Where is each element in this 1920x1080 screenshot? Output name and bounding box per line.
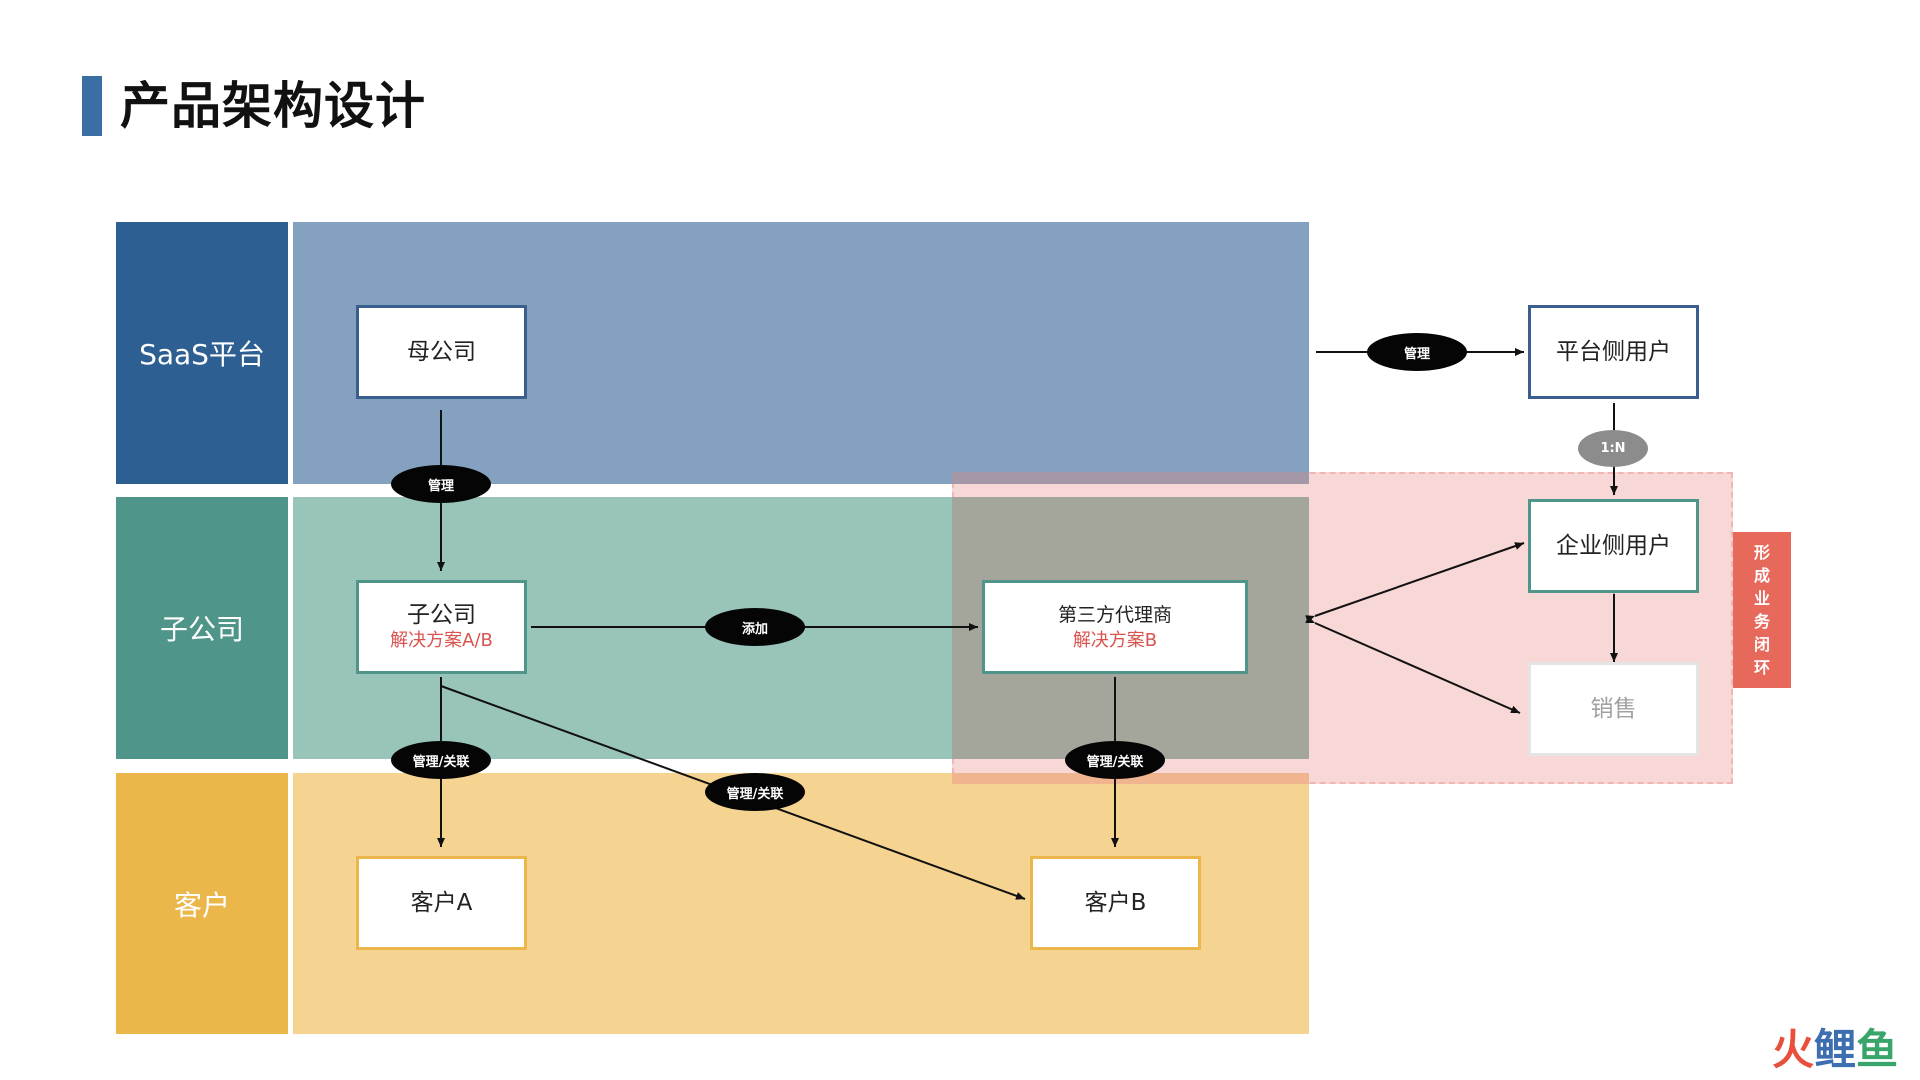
node-agent-solution: 解决方案B [1072, 630, 1158, 651]
loop-tag-char: 业 [1753, 589, 1770, 608]
loop-tag-char: 务 [1753, 612, 1770, 631]
customer-lane-label-bg [116, 773, 288, 1034]
loop-overlap-saas [952, 472, 1309, 484]
node-parent-company-label: 母公司 [407, 339, 476, 365]
node-subsidiary: 子公司 解决方案A/B [356, 580, 527, 674]
node-customer-b: 客户B [1030, 856, 1201, 950]
node-customer-a: 客户A [356, 856, 527, 950]
node-customer-b-label: 客户B [1084, 890, 1147, 916]
node-third-party-agent: 第三方代理商 解决方案B [982, 580, 1248, 674]
business-loop-tag: 形 成 业 务 闭 环 [1733, 532, 1791, 688]
node-sales: 销售 [1528, 662, 1699, 756]
saas-lane-label-bg [116, 222, 288, 484]
watermark-char: 鱼 [1856, 1024, 1899, 1074]
loop-tag-char: 闭 [1753, 635, 1770, 654]
lane-label-saas: SaaS平台 [139, 338, 265, 371]
page-title: 产品架构设计 [120, 77, 426, 135]
edge-label-manage-link-b: 管理/关联 [1065, 741, 1165, 779]
node-subsidiary-solution: 解决方案A/B [390, 630, 493, 651]
loop-overlap-customer [952, 773, 1309, 784]
loop-tag-char: 环 [1753, 658, 1770, 677]
node-customer-a-label: 客户A [410, 890, 473, 916]
subsidiary-lane-label-bg [116, 497, 288, 759]
edge-loop-enterprise-user [1305, 542, 1525, 623]
watermark-char: 火 [1772, 1024, 1815, 1074]
edge-label-manage-link-cross: 管理/关联 [705, 773, 805, 811]
watermark-char: 鲤 [1814, 1024, 1857, 1074]
loop-tag-char: 形 [1753, 543, 1770, 562]
lane-label-subsidiary: 子公司 [159, 613, 244, 646]
node-parent-company: 母公司 [356, 305, 527, 399]
edge-loop-sales [1305, 615, 1521, 714]
edge-label-add: 添加 [705, 608, 805, 646]
edge-label-ratio: 1:N [1578, 430, 1648, 467]
node-sales-label: 销售 [1590, 696, 1637, 722]
node-platform-user: 平台侧用户 [1528, 305, 1699, 399]
edge-label-manage-parent: 管理 [391, 465, 491, 503]
edge-label-manage-top: 管理 [1367, 333, 1467, 371]
node-platform-user-label: 平台侧用户 [1556, 339, 1671, 365]
node-enterprise-user: 企业侧用户 [1528, 499, 1699, 593]
edge-label-manage-link-a: 管理/关联 [391, 741, 491, 779]
node-subsidiary-label: 子公司 [407, 602, 476, 628]
node-enterprise-user-label: 企业侧用户 [1556, 533, 1671, 559]
lane-label-customer: 客户 [173, 888, 230, 922]
watermark-logo: 火 鲤 鱼 [1772, 1018, 1898, 1074]
title-accent-bar [82, 76, 102, 136]
node-agent-label: 第三方代理商 [1057, 604, 1172, 626]
loop-tag-char: 成 [1753, 566, 1770, 585]
